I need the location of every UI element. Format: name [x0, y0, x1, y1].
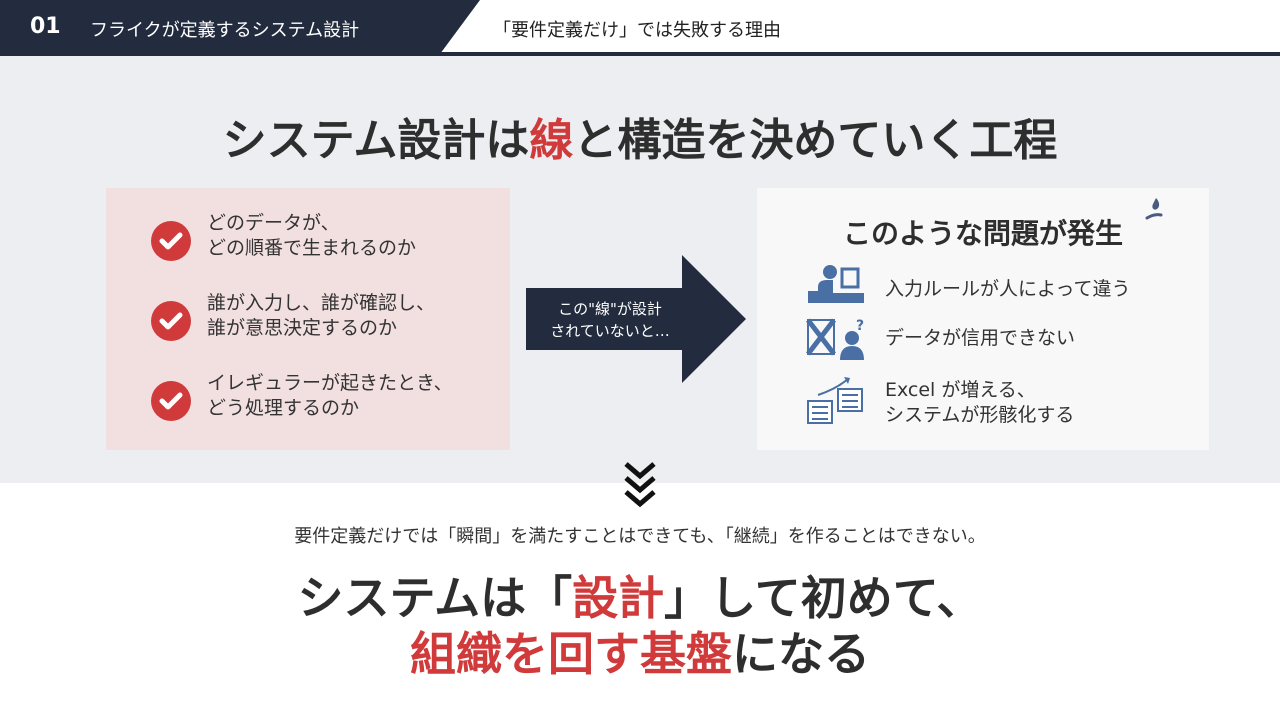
check-icon	[151, 221, 191, 261]
header-bar	[0, 0, 480, 54]
section-title: フライクが定義するシステム設計	[90, 20, 360, 41]
chevron-double-down-icon	[624, 462, 656, 508]
svg-text:?: ?	[856, 318, 864, 334]
problem-item: Excel が増える、システムが形骸化する	[885, 379, 1075, 426]
slide-title: システム設計は線と構造を決めていく工程	[222, 115, 1058, 166]
problems-title: このような問題が発生	[842, 217, 1123, 250]
checklist-item: どのデータが、どの順番で生まれるのか	[207, 212, 417, 259]
sweat-drop-icon	[1145, 198, 1163, 220]
right-arrow-icon	[526, 255, 746, 383]
check-icon	[151, 301, 191, 341]
excel-files-icon	[807, 377, 863, 424]
checklist-item: 誰が入力し、誰が確認し、誰が意思決定するのか	[207, 292, 436, 339]
conclusion-lead: 要件定義だけでは「瞬間」を満たすことはできても、「継続」を作ることはできない。	[294, 526, 986, 547]
problem-item: データが信用できない	[885, 327, 1076, 349]
conclusion-line-2: 組織を回す基盤になる	[410, 627, 870, 681]
section-number: 01	[30, 14, 61, 39]
person-at-computer-icon	[808, 265, 864, 303]
header-divider	[0, 52, 1280, 56]
confused-person-chart-icon: ?	[806, 318, 864, 360]
conclusion-line-1: システムは「設計」して初めて、	[297, 571, 983, 625]
slide-subtitle: 「要件定義だけ」では失敗する理由	[493, 20, 781, 41]
problem-item: 入力ルールが人によって違う	[885, 278, 1131, 300]
check-icon	[151, 381, 191, 421]
arrow-label: この"線"が設計されていないと…	[550, 300, 670, 340]
checklist-item: イレギュラーが起きたとき、どう処理するのか	[207, 372, 453, 419]
